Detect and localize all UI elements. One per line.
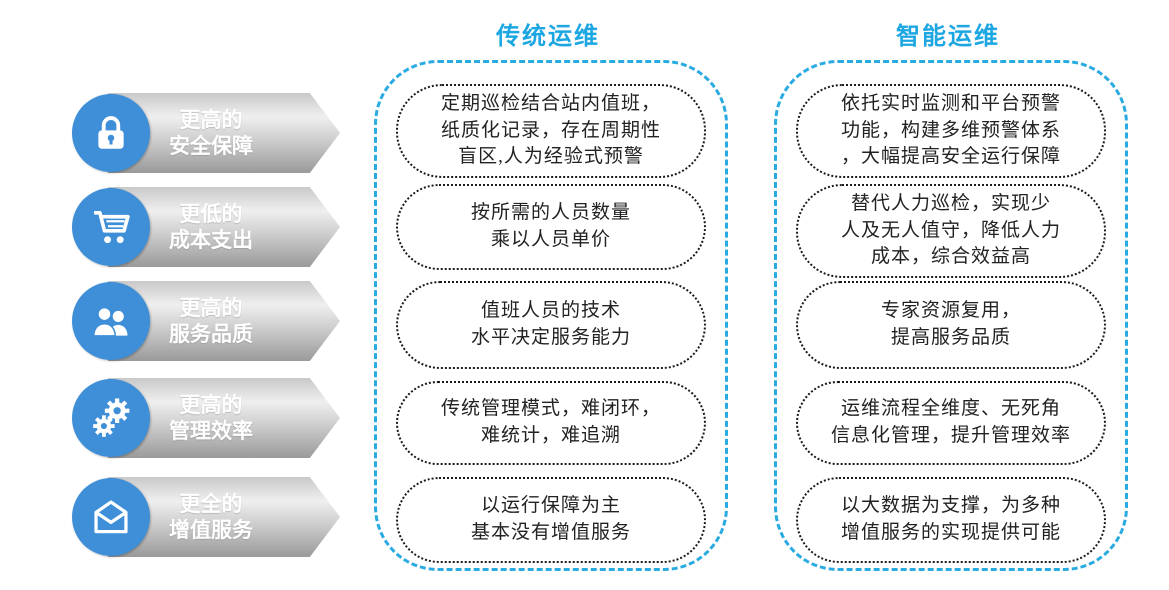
cart-icon [72,188,150,266]
category-row-value-added: 更全的 增值服务 [0,477,360,557]
smart-box-value-added: 以大数据为支撑，为多种 增值服务的实现提供可能 [796,477,1106,563]
users-icon [72,282,150,360]
category-label: 更全的 增值服务 [169,491,253,542]
smart-column-frame [774,60,1128,571]
category-label: 更高的 安全保障 [169,107,253,158]
box-text: 替代人力巡检，实现少 人及无人值守，降低人力 成本，综合效益高 [840,192,1061,268]
category-label: 更低的 成本支出 [169,201,253,252]
category-row-efficiency: 更高的 管理效率 [0,378,360,458]
box-text: 值班人员的技术 水平决定服务能力 [470,300,631,348]
traditional-box-security: 定期巡检结合站内值班， 纸质化记录，存在周期性 盲区,人为经验式预警 [396,84,706,178]
lock-icon [72,94,150,172]
smart-box-service: 专家资源复用， 提高服务品质 [796,281,1106,369]
smart-box-security: 依托实时监测和平台预警 功能，构建多维预警体系 ，大幅提高安全运行保障 [796,84,1106,178]
box-text: 定期巡检结合站内值班， 纸质化记录，存在周期性 盲区,人为经验式预警 [440,92,661,168]
traditional-box-cost: 按所需的人员数量 乘以人员单价 [396,184,706,270]
smart-box-efficiency: 运维流程全维度、无死角 信息化管理，提升管理效率 [796,381,1106,465]
traditional-box-efficiency: 传统管理模式，难闭环， 难统计，难追溯 [396,381,706,465]
category-row-service: 更高的 服务品质 [0,281,360,361]
box-text: 运维流程全维度、无死角 信息化管理，提升管理效率 [830,398,1071,446]
traditional-column-title: 传统运维 [496,24,600,50]
category-row-cost: 更低的 成本支出 [0,187,360,267]
box-text: 依托实时监测和平台预警 功能，构建多维预警体系 ，大幅提高安全运行保障 [840,92,1061,168]
smart-column-title: 智能运维 [896,24,1000,50]
box-text: 按所需的人员数量 乘以人员单价 [470,202,631,250]
box-text: 以运行保障为主 基本没有增值服务 [470,495,631,543]
traditional-box-value-added: 以运行保障为主 基本没有增值服务 [396,477,706,563]
smart-box-cost: 替代人力巡检，实现少 人及无人值守，降低人力 成本，综合效益高 [796,184,1106,278]
category-label: 更高的 管理效率 [169,392,253,443]
box-text: 以大数据为支撑，为多种 增值服务的实现提供可能 [840,495,1061,543]
box-text: 传统管理模式，难闭环， 难统计，难追溯 [440,398,661,446]
category-label: 更高的 服务品质 [169,295,253,346]
envelope-icon [72,478,150,556]
traditional-column-frame [374,60,728,571]
category-row-security: 更高的 安全保障 [0,93,360,173]
gears-icon [72,379,150,457]
traditional-box-service: 值班人员的技术 水平决定服务能力 [396,281,706,369]
box-text: 专家资源复用， 提高服务品质 [880,300,1021,348]
